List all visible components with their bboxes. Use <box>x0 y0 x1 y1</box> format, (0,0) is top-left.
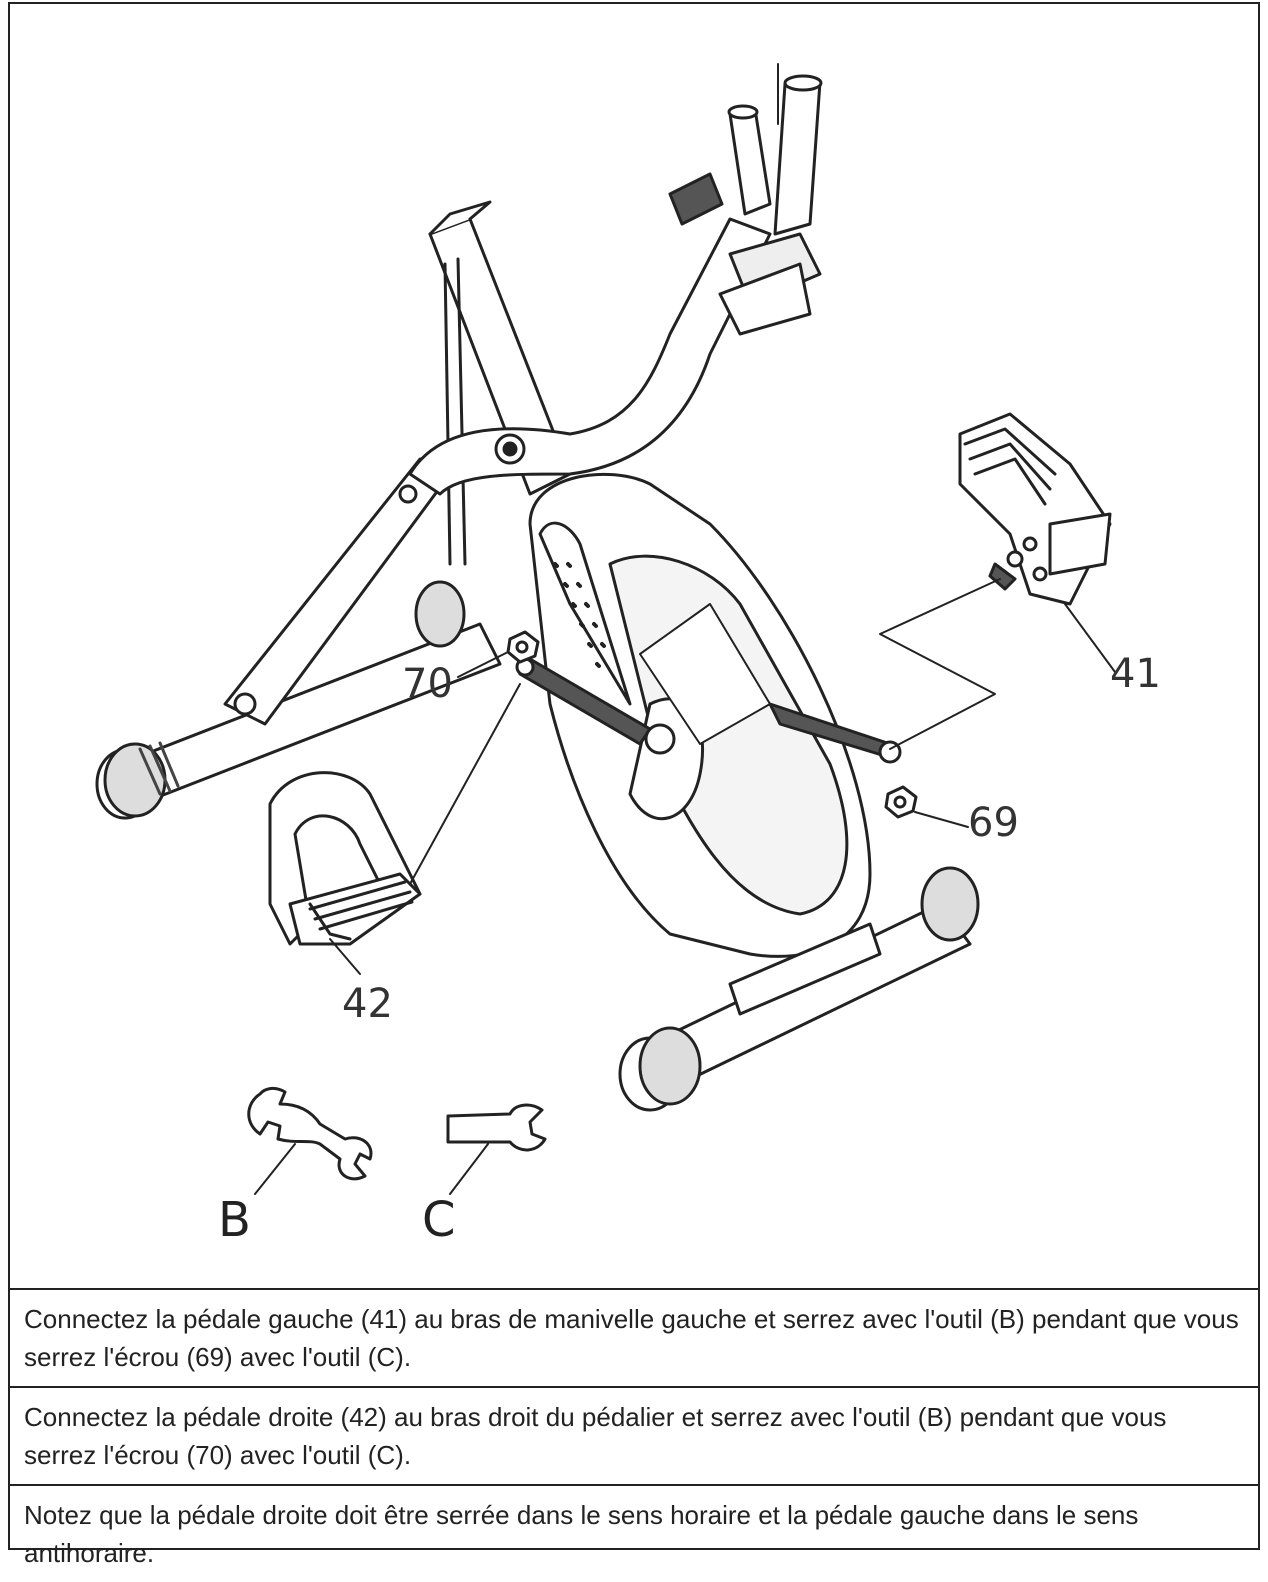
bike-exploded-view: 41 69 70 42 B C <box>95 63 1161 1248</box>
seat-post-tube <box>428 200 572 566</box>
main-frame-tube <box>408 217 772 496</box>
handlebars <box>668 63 823 336</box>
front-stabilizer <box>618 866 980 1112</box>
assembly-guide-lines <box>409 578 1001 885</box>
nut-70 <box>506 630 540 664</box>
pedal-41 <box>958 412 1112 606</box>
nut-69 <box>884 785 918 819</box>
callout-42: 42 <box>342 981 393 1027</box>
instruction-steps: Connectez la pédale gauche (41) au bras … <box>10 1290 1258 1582</box>
wrench-b-icon <box>247 1086 373 1181</box>
assembly-diagram: 41 69 70 42 B C <box>10 4 1258 1290</box>
callout-tool-b: B <box>218 1192 251 1248</box>
callout-tool-c: C <box>422 1192 456 1248</box>
step-text: Connectez la pédale gauche (41) au bras … <box>10 1290 1258 1388</box>
leader-lines <box>254 603 1116 1195</box>
crank-arms <box>515 657 902 764</box>
callout-70: 70 <box>402 661 453 707</box>
callout-69: 69 <box>968 800 1019 846</box>
pedal-42 <box>268 771 422 946</box>
step-text: Connectez la pédale droite (42) au bras … <box>10 1388 1258 1486</box>
rear-stabilizer <box>95 580 502 820</box>
flywheel-housing <box>528 472 872 958</box>
wrench-c-icon <box>446 1103 547 1152</box>
step-text: Notez que la pédale droite doit être ser… <box>24 1500 1139 1568</box>
callout-41: 41 <box>1110 651 1161 697</box>
instruction-sheet: 41 69 70 42 B C Connectez la pédale gauc… <box>8 2 1260 1568</box>
